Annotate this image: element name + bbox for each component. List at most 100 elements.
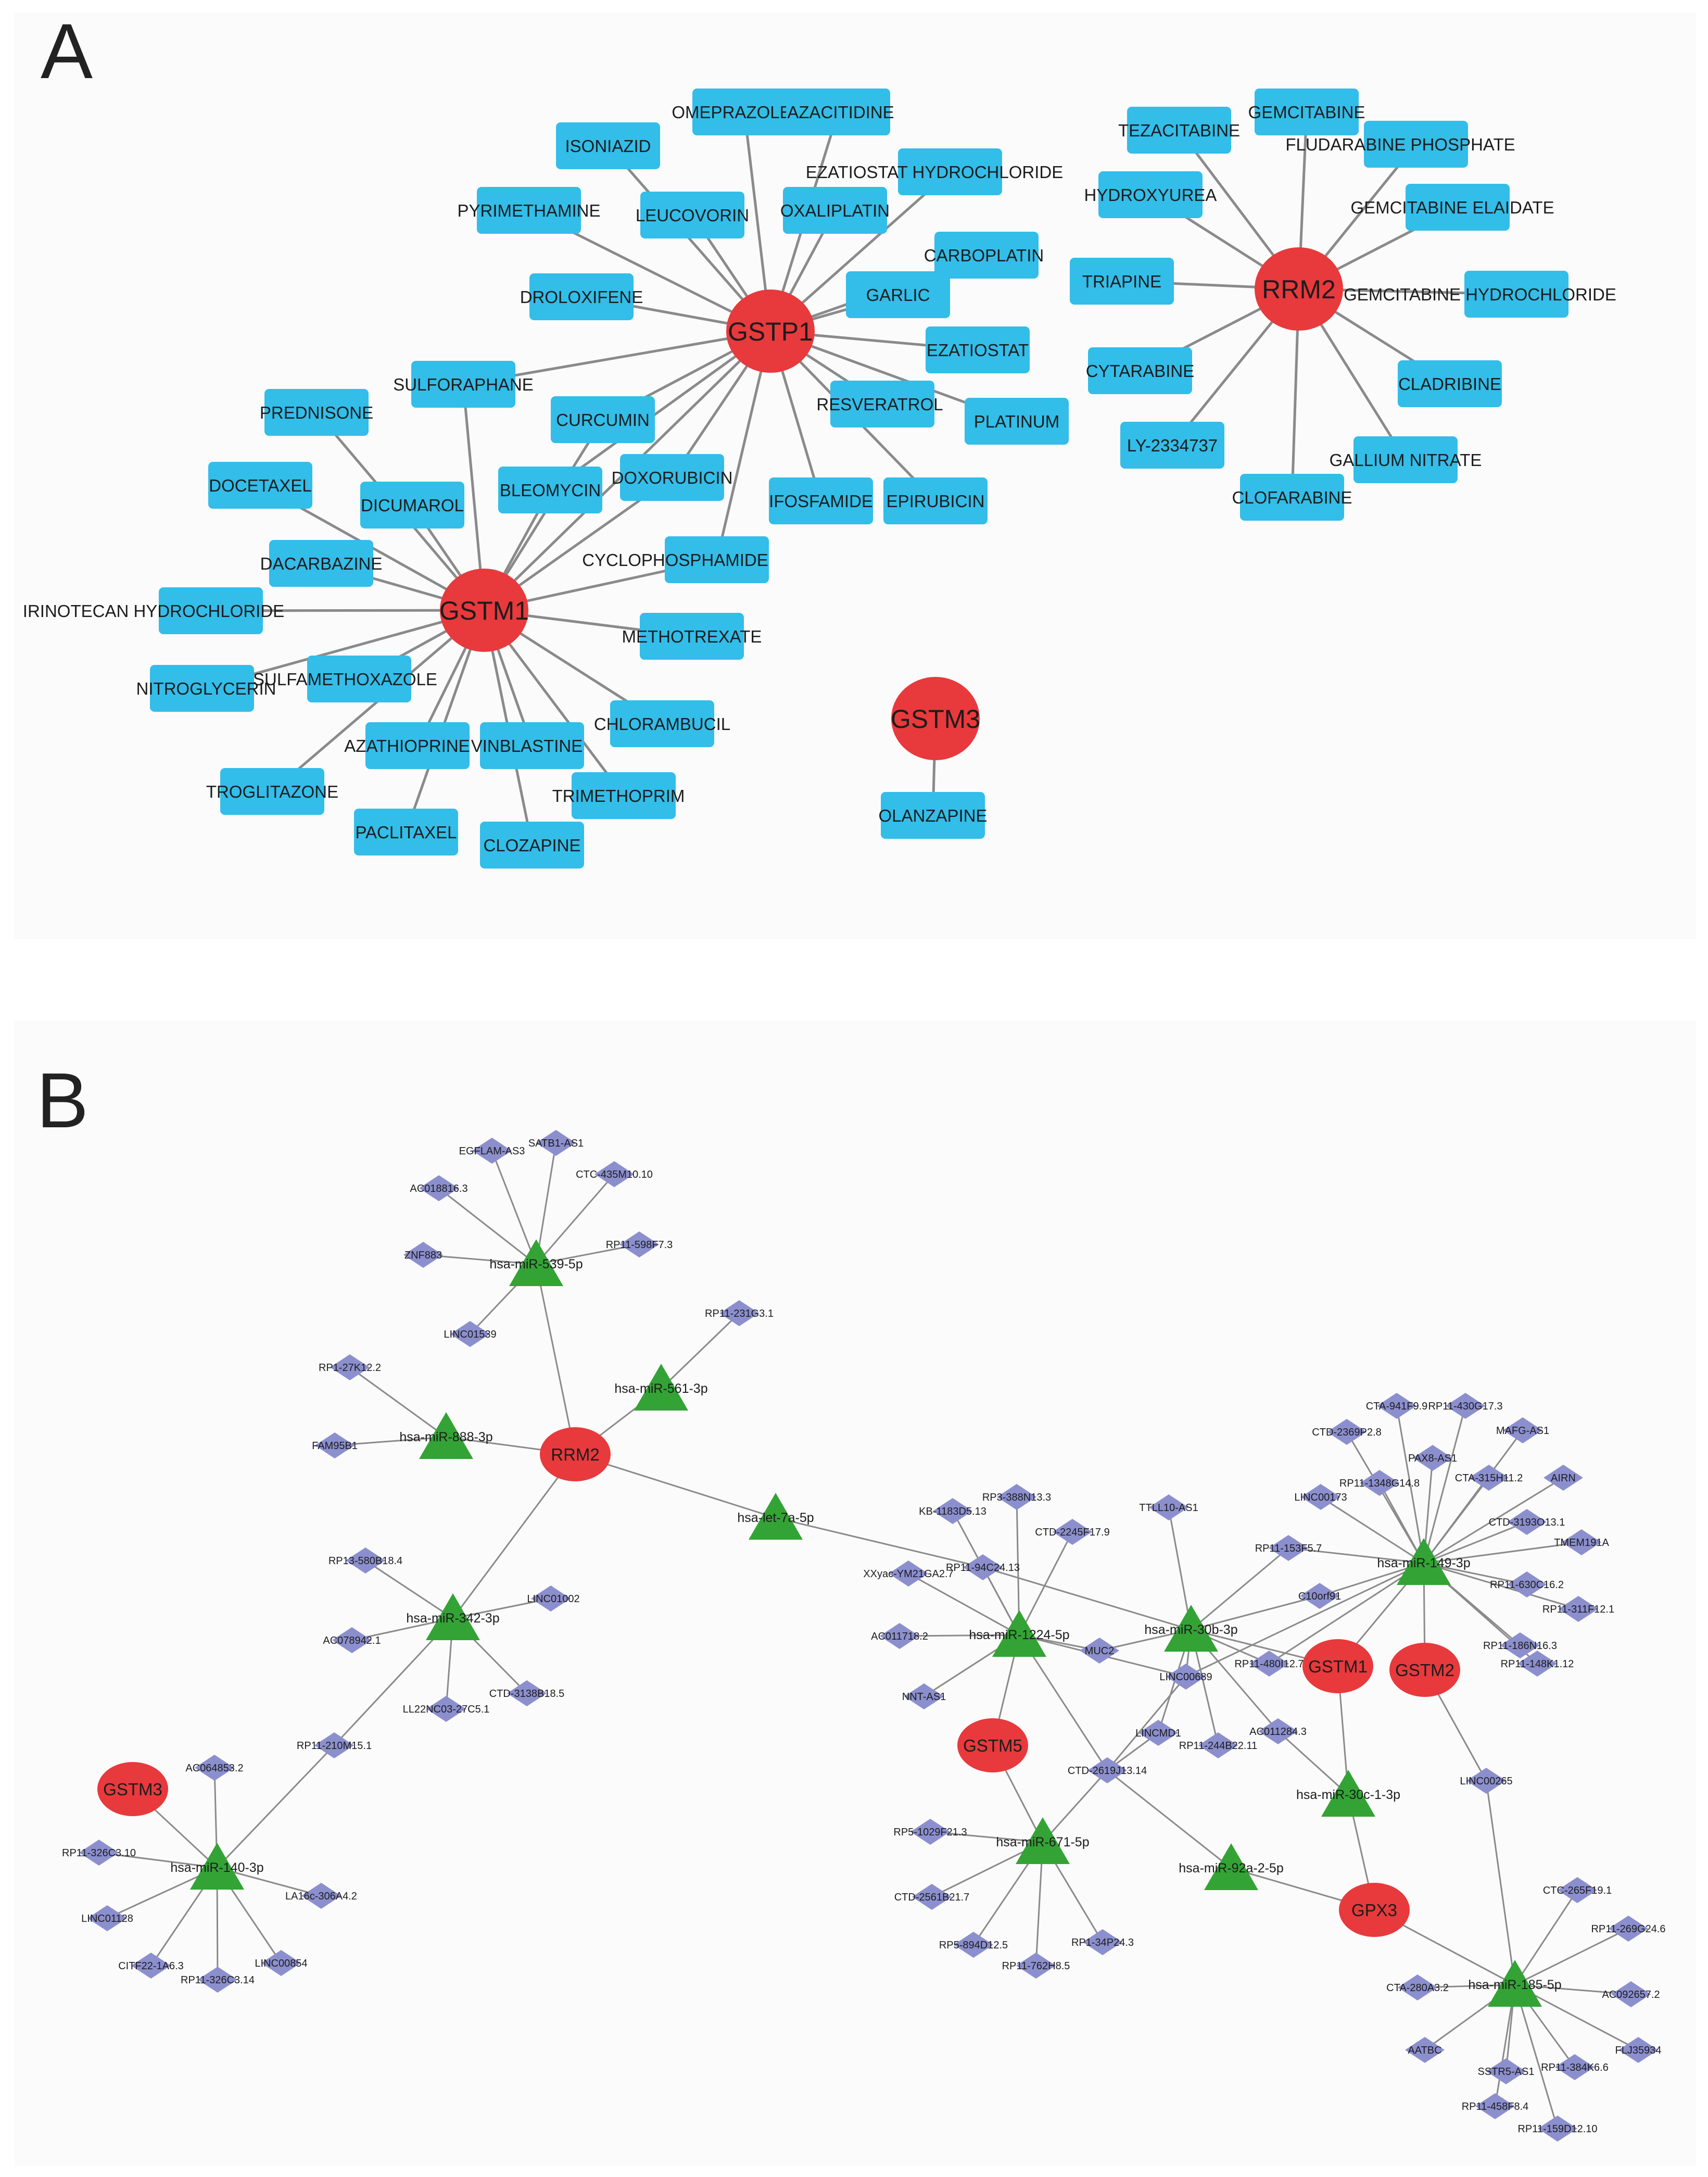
lncrna-label: CTC-435M10.10: [576, 1169, 653, 1180]
drug-node-leucovorin: LEUCOVORIN: [636, 192, 749, 238]
panel-b-edges: [98, 1142, 1639, 2129]
mirna-label: hsa-miR-92a-2-5p: [1179, 1861, 1283, 1876]
edge-hsa-mir-149-3p-linc00173: [1320, 1496, 1424, 1564]
drug-label: PLATINUM: [974, 412, 1059, 431]
lncrna-label: RP11-148K1.12: [1501, 1658, 1574, 1670]
mirna-label: hsa-miR-888-3p: [399, 1430, 492, 1444]
lncrna-label: RP5-894D12.5: [939, 1940, 1008, 1951]
lncrna-label: AC011284.3: [1249, 1726, 1307, 1738]
drug-node-paclitaxel: PACLITAXEL: [354, 809, 458, 855]
edge-hsa-let-7a-5p-rp11-94c24-13: [775, 1517, 983, 1568]
lncrna-label: LINC01002: [527, 1593, 579, 1605]
edge-hsa-mir-149-3p-cta-315h11-2: [1423, 1477, 1490, 1564]
drug-node-troglitazone: TROGLITAZONE: [206, 768, 338, 815]
lncrna-label: EGFLAM-AS3: [459, 1146, 525, 1157]
lncrna-label: RP11-630C16.2: [1490, 1579, 1564, 1591]
drug-label: CYCLOPHOSPHAMIDE: [582, 550, 768, 570]
edge-hsa-mir-149-3p-airn: [1423, 1477, 1564, 1564]
lncrna-label: LA16c-306A4.2: [285, 1891, 357, 1902]
lncrna-label: CITF22-1A6.3: [118, 1960, 184, 1972]
drug-node-cytarabine: CYTARABINE: [1086, 347, 1194, 394]
lncrna-node-rp11-630c16-2: RP11-630C16.2: [1490, 1571, 1564, 1597]
drug-node-resveratrol: RESVERATROL: [816, 381, 943, 427]
gene-node-gstm3: GSTM3: [891, 677, 980, 760]
lncrna-node-rp11-326c3-14: RP11-326C3.14: [181, 1967, 255, 1993]
lncrna-label: LINC00689: [1159, 1671, 1212, 1683]
drug-node-ezatiostat: EZATIOSTAT: [926, 326, 1030, 373]
drug-node-azathioprine: AZATHIOPRINE: [344, 722, 470, 769]
drug-node-methotrexate: METHOTREXATE: [622, 613, 762, 660]
lncrna-node-cta-280a3-2: CTA-280A3.2: [1386, 1974, 1449, 2000]
gene-label: GSTM5: [963, 1736, 1022, 1755]
lncrna-node-ac078942-1: AC078942.1: [323, 1627, 381, 1653]
panel-letter-b: B: [36, 1056, 88, 1144]
lncrna-label: LINC00854: [255, 1958, 307, 1969]
lncrna-node-rp11-311f12-1: RP11-311F12.1: [1542, 1596, 1614, 1622]
gene-label: GPX3: [1351, 1901, 1397, 1920]
edge-hsa-mir-140-3p-rp11-326c3-10: [98, 1852, 218, 1869]
mirna-node-hsa-mir-30b-3p: hsa-miR-30b-3p: [1144, 1605, 1238, 1652]
lncrna-node-rp11-94c24-13: RP11-94C24.13: [946, 1554, 1020, 1580]
lncrna-label: RP5-1029F21.3: [893, 1827, 967, 1838]
mirna-label: hsa-miR-671-5p: [996, 1835, 1089, 1849]
drug-node-nitroglycerin: NITROGLYCERIN: [136, 665, 276, 712]
lncrna-label: RP11-159D12.10: [1517, 2123, 1597, 2135]
mirna-label: hsa-miR-30b-3p: [1144, 1622, 1237, 1637]
lncrna-label: CTD-3193O13.1: [1489, 1517, 1565, 1528]
drug-label: LEUCOVORIN: [636, 206, 749, 225]
lncrna-label: RP11-326C3.10: [62, 1847, 136, 1859]
lncrna-node-rp13-580b18-4: RP13-580B18.4: [328, 1547, 402, 1574]
drug-label: EZATIOSTAT HYDROCHLORIDE: [806, 162, 1063, 182]
drug-label: RESVERATROL: [816, 395, 943, 414]
lncrna-node-ac064853-2: AC064853.2: [185, 1755, 244, 1781]
drug-label: ISONIAZID: [565, 136, 651, 156]
lncrna-node-ac011284-3: AC011284.3: [1249, 1718, 1307, 1744]
lncrna-label: LINC00173: [1294, 1492, 1347, 1503]
drug-node-chlorambucil: CHLORAMBUCIL: [594, 700, 730, 747]
lncrna-label: CTC-265F19.1: [1543, 1885, 1612, 1896]
panel-a-nodes: OMEPRAZOLEAZACITIDINEISONIAZIDEZATIOSTAT…: [23, 89, 1616, 869]
lncrna-node-rp11-159d12-10: RP11-159D12.10: [1517, 2116, 1598, 2142]
drug-node-oxaliplatin: OXALIPLATIN: [780, 187, 890, 234]
lncrna-node-linc01539: LINC01539: [444, 1321, 497, 1347]
edge-hsa-mir-30b-3p-rp11-94c24-13: [982, 1566, 1192, 1631]
lncrna-label: TMEM191A: [1554, 1537, 1609, 1549]
gene-node-gstm5: GSTM5: [957, 1718, 1028, 1772]
lncrna-node-rp11-231g3-1: RP11-231G3.1: [705, 1300, 774, 1326]
lncrna-node-cta-315h11-2: CTA-315H11.2: [1455, 1465, 1523, 1491]
lncrna-label: TTLL10-AS1: [1139, 1502, 1198, 1514]
gene-label: GSTM3: [891, 704, 980, 734]
lncrna-node-muc2: MUC2: [1080, 1638, 1119, 1664]
edge-hsa-mir-140-3p-la16c-306a4-2: [217, 1867, 322, 1897]
drug-label: GEMCITABINE ELAIDATE: [1350, 198, 1554, 217]
lncrna-node-ttll10-as1: TTLL10-AS1: [1139, 1494, 1198, 1520]
mirna-node-hsa-mir-342-3p: hsa-miR-342-3p: [406, 1593, 500, 1640]
lncrna-label: CTA-315H11.2: [1455, 1473, 1523, 1484]
lncrna-node-xxyac-ym21ga2-7: XXyac-YM21GA2.7: [863, 1561, 954, 1587]
drug-label: HYDROXYUREA: [1084, 185, 1217, 205]
lncrna-node-rp1-27k12-2: RP1-27K12.2: [319, 1354, 381, 1380]
drug-node-gallium-nitrate: GALLIUM NITRATE: [1330, 436, 1482, 483]
lncrna-label: LINC01128: [81, 1913, 133, 1924]
lncrna-node-rp5-894d12-5: RP5-894D12.5: [939, 1932, 1008, 1958]
lncrna-node-rp11-598f7-3: RP11-598F7.3: [606, 1231, 673, 1257]
edge-hsa-mir-1224-5p-ctd-2619j13-14: [1018, 1634, 1108, 1771]
drug-label: CARBOPLATIN: [924, 246, 1044, 265]
lncrna-node-rp11-384k6-6: RP11-384K6.6: [1541, 2054, 1609, 2080]
drug-node-platinum: PLATINUM: [965, 398, 1069, 445]
drug-label: PYRIMETHAMINE: [457, 201, 600, 220]
lncrna-node-citf22-1a6-3: CITF22-1A6.3: [118, 1953, 184, 1979]
lncrna-node-rp3-388n13-3: RP3-388N13.3: [982, 1484, 1051, 1510]
edge-hsa-mir-342-3p-rrm2: [452, 1454, 576, 1619]
gene-node-gstm1: GSTM1: [439, 569, 529, 652]
lncrna-label: SATB1-AS1: [528, 1138, 584, 1149]
drug-label: METHOTREXATE: [622, 627, 762, 646]
edge-hsa-mir-185-5p-ac092657-2: [1514, 1984, 1631, 1995]
drug-node-doxorubicin: DOXORUBICIN: [612, 454, 732, 501]
mirna-node-hsa-mir-539-5p: hsa-miR-539-5p: [489, 1239, 583, 1286]
edge-gstp1-bleomycin: [549, 330, 771, 492]
edge-hsa-mir-149-3p-cta-941f9-9: [1396, 1405, 1425, 1564]
lncrna-label: RP11-384K6.6: [1541, 2062, 1609, 2073]
drug-label: DROLOXIFENE: [520, 287, 643, 307]
lncrna-node-linc00854: LINC00854: [255, 1950, 308, 1976]
